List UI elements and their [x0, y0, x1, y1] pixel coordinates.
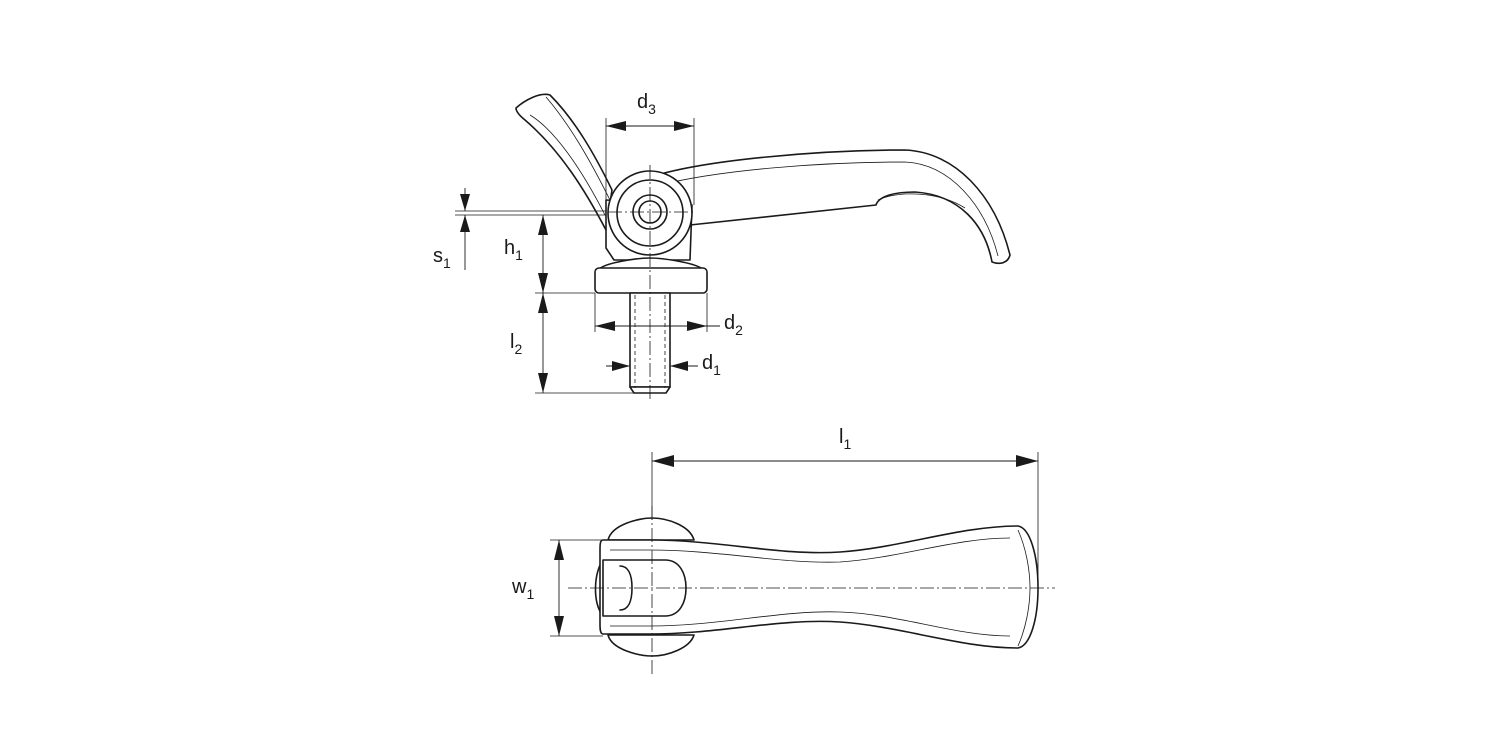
- d3-label: d3: [637, 91, 656, 117]
- l2-arrow-bottom: [538, 373, 548, 393]
- cam-disc-top: [607, 517, 695, 541]
- w1-arrow-top: [554, 540, 564, 560]
- d2-label: d2: [724, 312, 743, 338]
- top-view: l1 w1: [511, 426, 1055, 675]
- cam-tail-edge-2: [545, 96, 611, 201]
- cam-disc-bottom: [607, 634, 695, 657]
- side-view: d3 s1 h1 d2 l2 d1: [433, 91, 1011, 402]
- l1-arrow-left: [652, 455, 674, 467]
- cam-tail-outline: [515, 93, 613, 231]
- s1-arrow-top: [460, 194, 470, 211]
- l2-arrow-top: [538, 293, 548, 313]
- d1-label: d1: [702, 352, 721, 378]
- cam-tail-edge: [529, 114, 606, 216]
- l1-arrow-right: [1016, 455, 1038, 467]
- cam-inner-ring: [616, 179, 684, 247]
- lever-arm-edge: [659, 161, 999, 257]
- h1-arrow-top: [538, 215, 548, 235]
- d1-arrow-right: [670, 361, 688, 371]
- h1-label: h1: [504, 237, 523, 263]
- w1-label: w1: [511, 576, 534, 602]
- handle-body-outline: [599, 525, 1039, 649]
- l2-label: l2: [510, 331, 522, 357]
- d2-arrow-right: [687, 321, 707, 331]
- w1-arrow-bottom: [554, 616, 564, 636]
- handle-bottom-edge: [610, 611, 1011, 637]
- d2-arrow-left: [595, 321, 615, 331]
- d3-arrow-right: [674, 121, 694, 131]
- h1-arrow-bottom: [538, 273, 548, 293]
- d3-arrow-left: [606, 121, 626, 131]
- s1-arrow-bottom: [460, 215, 470, 232]
- fork-slot-inner: [619, 565, 633, 611]
- lever-arm-outline: [647, 149, 1011, 265]
- handle-top-edge: [610, 537, 1011, 563]
- lever-arm-groove: [877, 193, 966, 209]
- washer: [594, 267, 708, 294]
- s1-label: s1: [433, 245, 451, 271]
- l1-label: l1: [839, 426, 851, 452]
- d1-arrow-left: [612, 361, 630, 371]
